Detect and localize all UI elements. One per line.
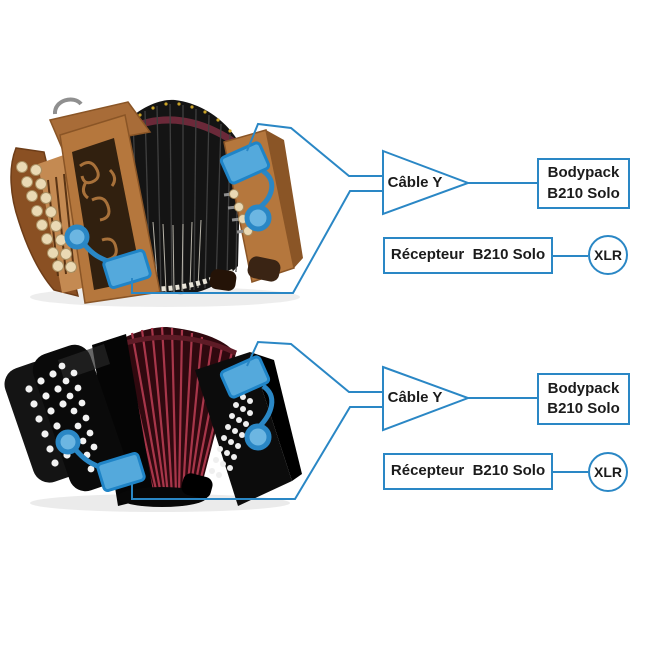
connector-line bbox=[131, 406, 383, 500]
mic-cable bbox=[257, 383, 275, 429]
mic-capsule-icon bbox=[244, 423, 272, 451]
mic-clip-icon bbox=[96, 451, 146, 493]
treble-buttons bbox=[16, 161, 77, 273]
accordion-handle bbox=[53, 97, 83, 115]
cable-y-label: Câble Y bbox=[387, 173, 443, 191]
y-cable-triangle-icon bbox=[382, 365, 471, 432]
bottom-diagram-connectors bbox=[131, 340, 588, 500]
connector-line bbox=[131, 190, 383, 294]
receiver-box: Récepteur B210 Solo bbox=[383, 237, 553, 274]
mic-clip-icon bbox=[219, 355, 271, 399]
bodypack-box: Bodypack B210 Solo bbox=[537, 158, 630, 209]
black-accordion-mic-set bbox=[55, 355, 275, 493]
mic-capsule-icon bbox=[55, 429, 81, 455]
y-cable-triangle-icon bbox=[382, 149, 471, 216]
black-accordion-image bbox=[4, 326, 302, 512]
bodypack-label-line1: Bodypack bbox=[547, 164, 620, 182]
bodypack-label-line2: B210 Solo bbox=[547, 400, 620, 417]
treble-buttons bbox=[25, 362, 98, 473]
top-diagram-connectors bbox=[131, 122, 588, 294]
xlr-connector-icon: XLR bbox=[588, 452, 628, 492]
bodypack-box: Bodypack B210 Solo bbox=[537, 373, 630, 425]
wooden-accordion-image bbox=[10, 97, 303, 307]
receiver-box: Récepteur B210 Solo bbox=[383, 453, 553, 490]
mic-capsule-icon bbox=[244, 204, 272, 232]
mic-capsule-icon bbox=[64, 224, 90, 250]
bass-buttons bbox=[209, 394, 253, 478]
xlr-connector-icon: XLR bbox=[588, 235, 628, 275]
connector-line bbox=[246, 340, 383, 393]
connector-line bbox=[246, 122, 383, 177]
bodypack-label-line2: B210 Solo bbox=[547, 184, 620, 202]
cable-y-label: Câble Y bbox=[387, 388, 443, 406]
bodypack-label-line1: Bodypack bbox=[547, 379, 620, 397]
mic-clip-icon bbox=[219, 141, 271, 185]
